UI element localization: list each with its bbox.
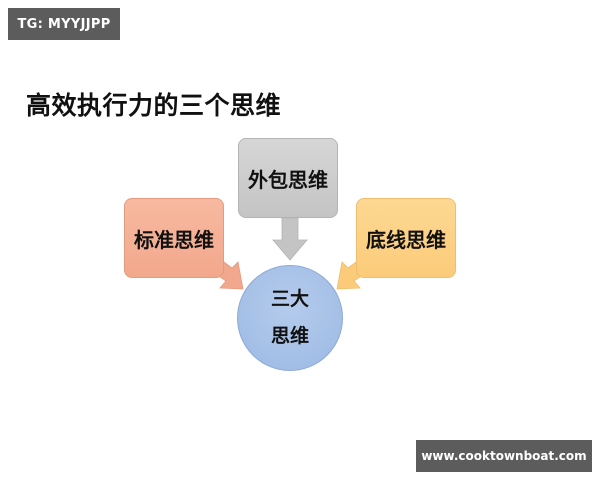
box-bottom-line-thinking: 底线思维 bbox=[356, 198, 456, 278]
box-label: 底线思维 bbox=[366, 227, 446, 252]
page-title: 高效执行力的三个思维 bbox=[26, 91, 282, 120]
arrow-down-icon bbox=[272, 217, 308, 261]
box-label: 外包思维 bbox=[248, 167, 328, 192]
center-label-line1: 三大 bbox=[270, 288, 309, 310]
center-circle-three-thinking: 三大 思维 bbox=[237, 265, 343, 371]
box-standard-thinking: 标准思维 bbox=[124, 198, 224, 278]
watermark-url: www.cooktownboat.com bbox=[416, 440, 592, 472]
watermark-tag: TG: MYYJJPP bbox=[8, 8, 120, 40]
box-label: 标准思维 bbox=[134, 227, 214, 252]
box-outsourcing-thinking: 外包思维 bbox=[238, 138, 338, 218]
center-label-line2: 思维 bbox=[270, 325, 309, 347]
